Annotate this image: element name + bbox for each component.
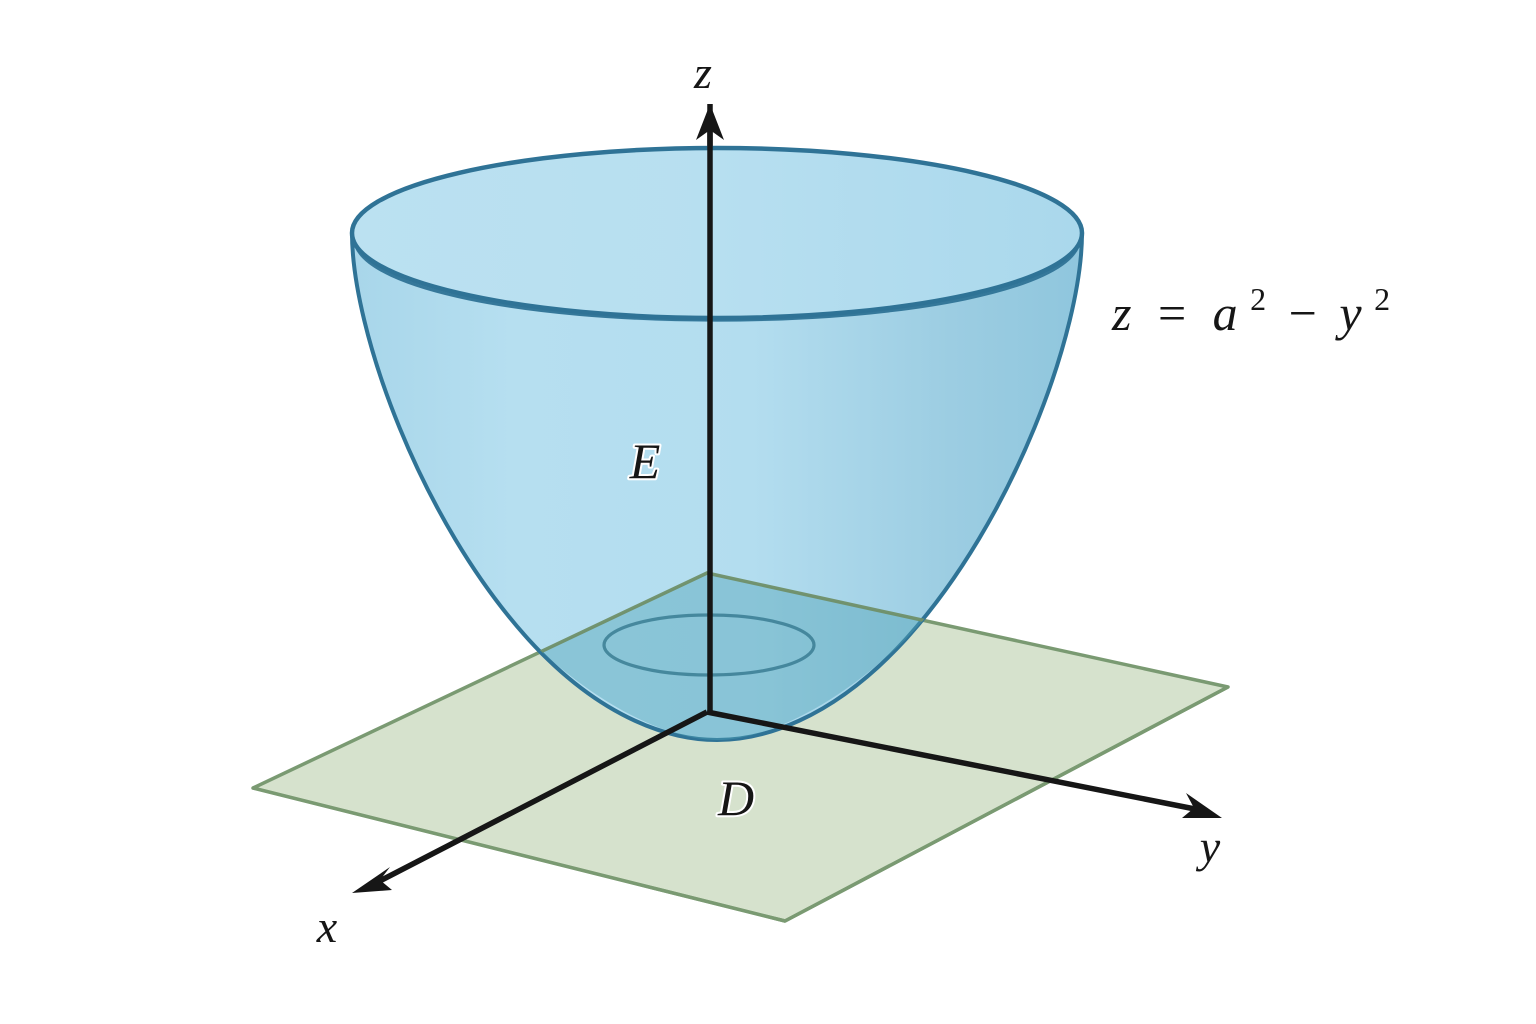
paraboloid-outer-wall <box>352 233 1082 740</box>
solid-region-E-paraboloid <box>349 145 1085 743</box>
equation-y-base: y <box>1334 285 1362 341</box>
coordinate-axes <box>352 104 1222 893</box>
paraboloid-rim-ellipse <box>349 145 1085 321</box>
equation-y-exponent: 2 <box>1374 281 1390 317</box>
x-axis-arrowhead <box>352 867 392 893</box>
equation-minus: − <box>1289 285 1317 341</box>
paraboloid-silhouette-edge <box>350 231 1084 743</box>
diagram-labels: z y x E D z = a 2 − y 2 <box>314 45 1390 954</box>
y-axis-arrowhead <box>1182 793 1222 818</box>
paraboloid-rim-thickness-line <box>354 245 1080 322</box>
x-axis-label: x <box>316 901 338 952</box>
x-axis-line <box>372 709 709 887</box>
surface-equation-label: z = a 2 − y 2 <box>1111 265 1390 341</box>
equation-expression: z = a 2 − y 2 <box>1111 265 1390 341</box>
plane-front-half <box>252 685 1229 923</box>
z-axis-arrowhead <box>696 104 724 140</box>
plane-near-edges <box>252 685 1229 923</box>
equation-lhs: z <box>1111 285 1131 341</box>
y-axis-line <box>706 709 1201 813</box>
equation-a-base: a <box>1213 285 1238 341</box>
equation-equals: = <box>1158 285 1186 341</box>
z-axis-label: z <box>693 47 712 98</box>
planar-region-label-D: D <box>717 770 754 826</box>
equation-a-exponent: 2 <box>1250 281 1266 317</box>
y-axis-label: y <box>1196 821 1221 872</box>
solid-region-label-E: E <box>629 433 661 489</box>
